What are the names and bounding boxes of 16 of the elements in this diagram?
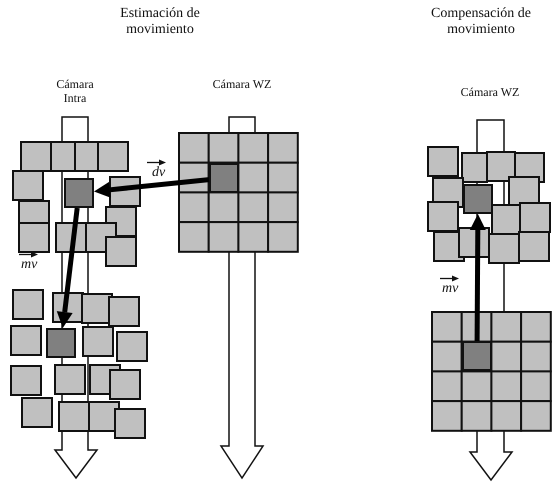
- vector-label: mv: [442, 282, 458, 296]
- camera-label: Cámara WZ: [460, 86, 520, 100]
- vector-label: mv: [21, 258, 38, 272]
- highlighted-macroblock: [209, 163, 239, 193]
- motion-vector-arrow: [94, 177, 210, 198]
- motion-vector-arrow: [56, 208, 80, 328]
- section-heading: Compensación de movimiento: [430, 6, 532, 38]
- highlighted-macroblock: [46, 328, 76, 358]
- highlighted-macroblock: [462, 341, 492, 371]
- vector-label: dv: [152, 166, 166, 180]
- highlighted-macroblock: [64, 178, 94, 208]
- camera-label: Cámara WZ: [212, 78, 272, 92]
- motion-vector-arrow: [470, 214, 486, 342]
- highlighted-macroblock: [463, 184, 493, 214]
- section-heading: Estimación de movimiento: [119, 6, 201, 38]
- camera-label: Cámara Intra: [55, 78, 95, 106]
